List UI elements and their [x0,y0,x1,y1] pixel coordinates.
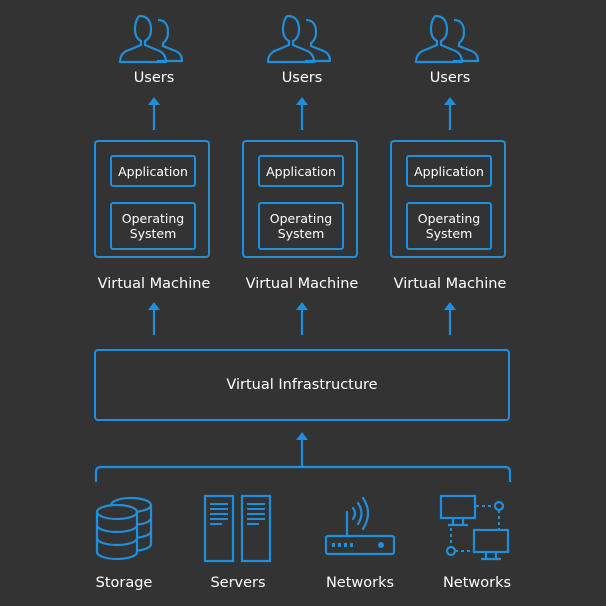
servers-label: Servers [210,575,266,591]
arrow-up-icon [444,302,456,335]
router-icon [324,496,396,556]
arrow-up-icon [296,432,308,467]
users-icon [266,14,332,64]
users-label: Users [133,70,175,86]
virtual-infrastructure-label: Virtual Infrastructure [226,377,378,393]
arrow-up-icon [148,97,160,130]
storage-label: Storage [95,575,153,591]
virtual-machine-label: Virtual Machine [245,276,359,292]
networks-label: Networks [325,575,395,591]
virtual-machine-label: Virtual Machine [393,276,507,292]
application-label: Application [414,163,484,179]
arrow-up-icon [444,97,456,130]
networks-label: Networks [442,575,512,591]
database-icon [95,496,153,561]
users-icon [414,14,480,64]
arrow-up-icon [296,97,308,130]
arrow-up-icon [148,302,160,335]
arrow-up-icon [296,302,308,335]
virtual-machine-label: Virtual Machine [97,276,211,292]
application-box: Application [258,155,344,187]
application-label: Application [266,163,336,179]
users-label: Users [429,70,471,86]
network-computers-icon [439,494,510,561]
virtual-infrastructure-box: Virtual Infrastructure [94,349,510,421]
application-label: Application [118,163,188,179]
application-box: Application [406,155,492,187]
application-box: Application [110,155,196,187]
users-icon [118,14,184,64]
server-rack-icon [203,494,272,563]
resource-bracket [94,465,512,482]
users-label: Users [281,70,323,86]
